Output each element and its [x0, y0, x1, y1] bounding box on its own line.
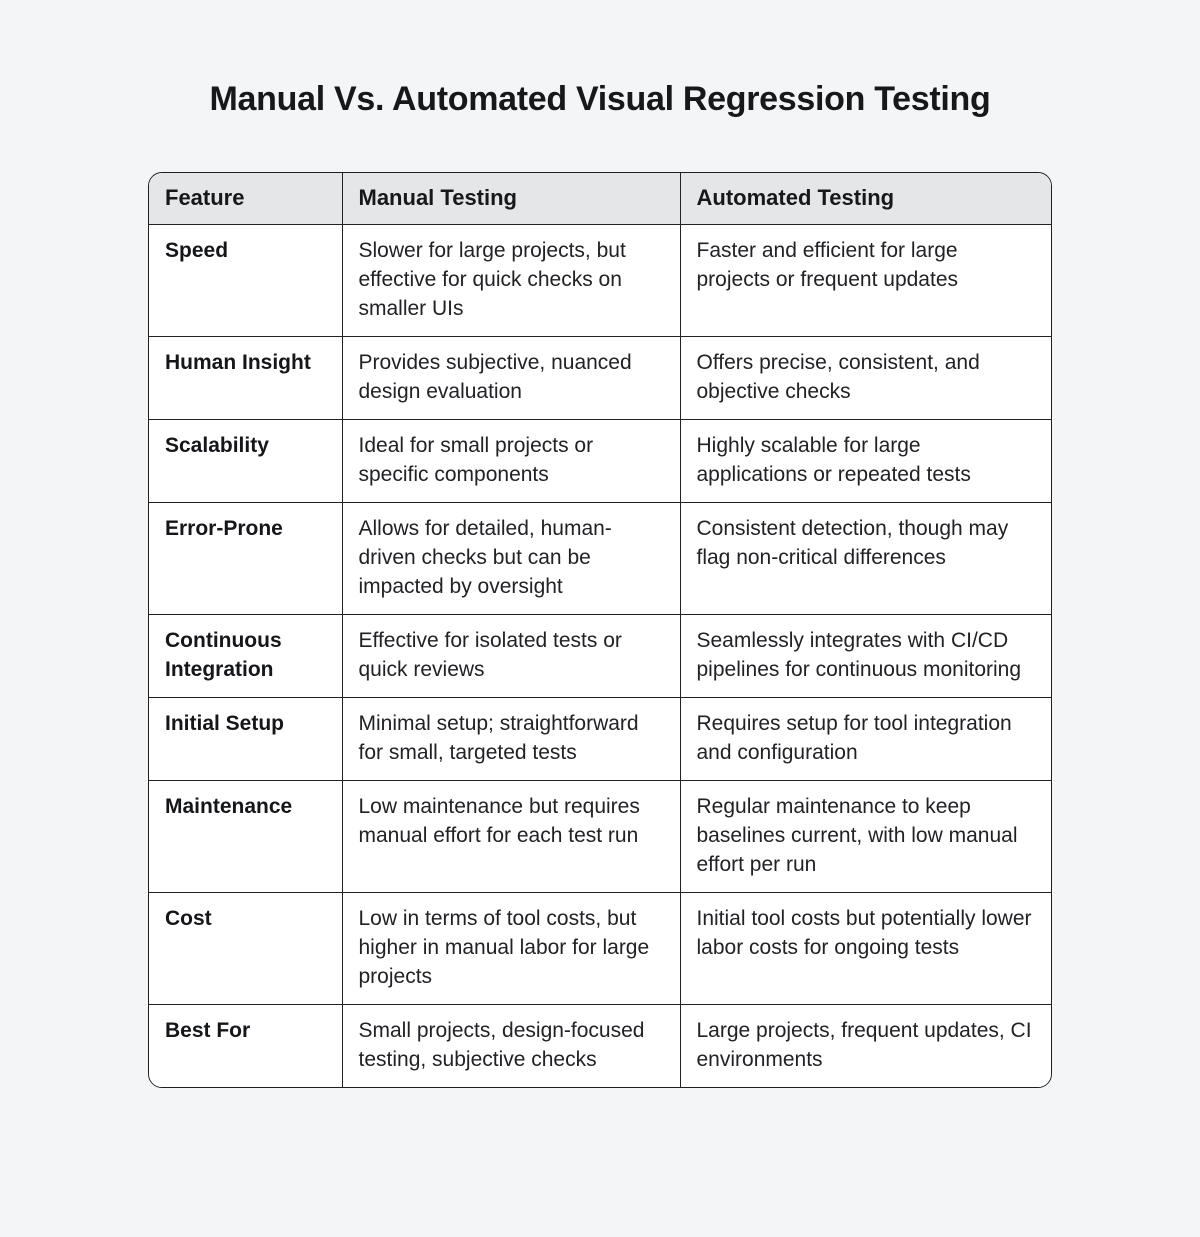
- manual-testing-cell: Slower for large projects, but effective…: [341, 224, 681, 337]
- automated-testing-cell: Regular maintenance to keep baselines cu…: [679, 780, 1051, 893]
- table-row: Initial Setup Minimal setup; straightfor…: [149, 697, 1051, 781]
- header-row: Feature Manual Testing Automated Testing: [149, 173, 1051, 225]
- feature-cell: Speed: [149, 224, 343, 337]
- header-cell-automated-testing: Automated Testing: [679, 173, 1051, 225]
- table-row: Error-Prone Allows for detailed, human-d…: [149, 502, 1051, 615]
- comparison-table-grid: Feature Manual Testing Automated Testing…: [149, 173, 1051, 1087]
- automated-testing-cell: Highly scalable for large applications o…: [679, 419, 1051, 503]
- automated-testing-cell: Large projects, frequent updates, CI env…: [679, 1004, 1051, 1087]
- automated-testing-cell: Seamlessly integrates with CI/CD pipelin…: [679, 614, 1051, 698]
- manual-testing-cell: Low maintenance but requires manual effo…: [341, 780, 681, 893]
- table-row: Scalability Ideal for small projects or …: [149, 419, 1051, 503]
- table-body: Speed Slower for large projects, but eff…: [149, 224, 1051, 1087]
- automated-testing-cell: Faster and efficient for large projects …: [679, 224, 1051, 337]
- feature-cell: Best For: [149, 1004, 343, 1087]
- table-row: Continuous Integration Effective for iso…: [149, 614, 1051, 698]
- manual-testing-cell: Provides subjective, nuanced design eval…: [341, 336, 681, 420]
- manual-testing-cell: Small projects, design-focused testing, …: [341, 1004, 681, 1087]
- feature-cell: Human Insight: [149, 336, 343, 420]
- table-row: Best For Small projects, design-focused …: [149, 1004, 1051, 1087]
- manual-testing-cell: Allows for detailed, human-driven checks…: [341, 502, 681, 615]
- page-title: Manual Vs. Automated Visual Regression T…: [209, 80, 991, 118]
- header-cell-manual-testing: Manual Testing: [341, 173, 681, 225]
- manual-testing-cell: Effective for isolated tests or quick re…: [341, 614, 681, 698]
- feature-cell: Maintenance: [149, 780, 343, 893]
- table-row: Maintenance Low maintenance but requires…: [149, 780, 1051, 893]
- feature-cell: Initial Setup: [149, 697, 343, 781]
- feature-cell: Error-Prone: [149, 502, 343, 615]
- header-cell-feature: Feature: [149, 173, 343, 225]
- table-row: Human Insight Provides subjective, nuanc…: [149, 336, 1051, 420]
- automated-testing-cell: Offers precise, consistent, and objectiv…: [679, 336, 1051, 420]
- manual-testing-cell: Minimal setup; straightforward for small…: [341, 697, 681, 781]
- automated-testing-cell: Consistent detection, though may flag no…: [679, 502, 1051, 615]
- automated-testing-cell: Requires setup for tool integration and …: [679, 697, 1051, 781]
- feature-cell: Scalability: [149, 419, 343, 503]
- comparison-table: Feature Manual Testing Automated Testing…: [148, 172, 1052, 1088]
- feature-cell: Cost: [149, 892, 343, 1005]
- automated-testing-cell: Initial tool costs but potentially lower…: [679, 892, 1051, 1005]
- table-row: Cost Low in terms of tool costs, but hig…: [149, 892, 1051, 1005]
- manual-testing-cell: Low in terms of tool costs, but higher i…: [341, 892, 681, 1005]
- manual-testing-cell: Ideal for small projects or specific com…: [341, 419, 681, 503]
- table-row: Speed Slower for large projects, but eff…: [149, 224, 1051, 337]
- feature-cell: Continuous Integration: [149, 614, 343, 698]
